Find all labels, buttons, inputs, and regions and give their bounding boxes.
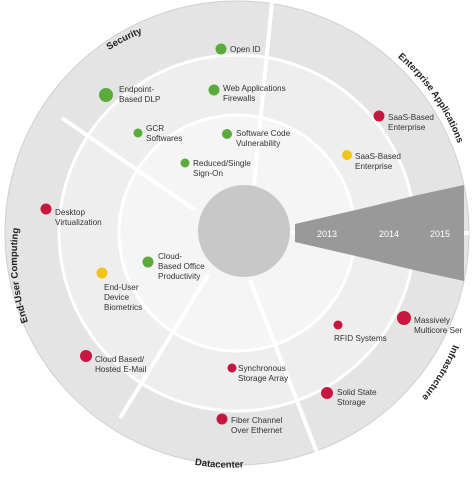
label-line: End-User — [104, 283, 139, 292]
label-line: Web Applications — [223, 84, 286, 93]
sector-label-datacenter: Datacenter — [194, 457, 244, 471]
status-dot — [80, 350, 92, 362]
radar-item-endpoint-dlp: Endpoint- Based DLP — [99, 85, 161, 104]
label-line: Reduced/Single — [193, 159, 251, 168]
radar-item-cloud-office-productivity: Cloud- Based Office Productivity — [142, 252, 207, 281]
status-dot — [142, 256, 154, 268]
status-dot — [397, 311, 411, 325]
item-label: Fiber Channel Over Ethernet — [231, 416, 285, 435]
item-label: SaaS-Based Enterprise — [355, 152, 403, 171]
label-line: Cloud- — [158, 252, 182, 261]
radar-item-synchronous-storage: Synchronous Storage Array — [227, 363, 289, 383]
label-line: Virtualization — [55, 218, 102, 227]
radar-item-cloud-hosted-email: Cloud Based/ Hosted E-Mail — [80, 350, 147, 374]
status-dot — [222, 129, 232, 139]
center-hub — [198, 185, 290, 277]
label-line: Endpoint- — [119, 85, 154, 94]
item-label: SaaS-Based Enterprise — [388, 113, 436, 132]
radar-item-web-app-firewalls: Web Applications Firewalls — [208, 84, 288, 103]
label-line: Sign-On — [193, 169, 223, 178]
label-line: SaaS-Based — [355, 152, 401, 161]
radar-item-solid-state-storage: Solid State Storage — [321, 387, 379, 407]
wedge-segment-2015 — [418, 185, 464, 281]
label-line: Desktop — [55, 208, 85, 217]
status-dot — [208, 84, 220, 96]
status-dot — [180, 158, 190, 168]
label-line: Storage — [337, 398, 366, 407]
label-line: GCR — [146, 124, 164, 133]
item-label: End-User Device Biometrics — [104, 283, 142, 312]
radar-item-single-sign-on: Reduced/Single Sign-On — [180, 158, 253, 178]
item-label: Open ID — [230, 45, 261, 54]
label-line: Multicore Ser — [414, 326, 463, 335]
label-line: Massively — [414, 316, 451, 325]
label-line: Vulnerability — [236, 139, 281, 148]
year-2014: 2014 — [379, 229, 399, 239]
item-label: Cloud- Based Office Productivity — [158, 252, 207, 281]
label-line: Based Office — [158, 262, 205, 271]
label-line: Device — [104, 293, 129, 302]
status-dot — [321, 387, 333, 399]
divider-infrastructure-datacenter — [248, 279, 320, 456]
status-dot — [133, 128, 143, 138]
label-line: Open ID — [230, 45, 261, 54]
status-dot — [342, 150, 352, 160]
label-line: Synchronous — [238, 364, 286, 373]
radar-item-fiber-channel-ethernet: Fiber Channel Over Ethernet — [216, 413, 285, 435]
radar-item-open-id: Open ID — [215, 43, 261, 55]
label-line: Hosted E-Mail — [95, 365, 147, 374]
status-dot — [333, 320, 343, 330]
year-wedge: 2013 2014 2015 — [295, 185, 464, 281]
status-dot — [216, 413, 228, 425]
label-line: Firewalls — [223, 94, 255, 103]
item-label: Software Code Vulnerability — [236, 129, 292, 148]
item-label: Solid State Storage — [337, 388, 379, 407]
label-line: Fiber Channel — [231, 416, 283, 425]
label-line: Over Ethernet — [231, 426, 283, 435]
label-line: Cloud Based/ — [95, 355, 145, 364]
item-label: Endpoint- Based DLP — [119, 85, 161, 104]
status-dot — [373, 110, 385, 122]
radar-item-saas-enterprise-red: SaaS-Based Enterprise — [373, 110, 436, 132]
item-label: Cloud Based/ Hosted E-Mail — [95, 355, 147, 374]
label-line: Software Code — [236, 129, 291, 138]
status-dot — [227, 363, 237, 373]
label-line: SaaS-Based — [388, 113, 434, 122]
status-dot — [99, 88, 113, 102]
label-line: Productivity — [158, 272, 201, 281]
year-2013: 2013 — [317, 229, 337, 239]
radar-item-gcr-softwares: GCR Softwares — [133, 124, 182, 143]
label-line: Biometrics — [104, 303, 142, 312]
wedge-segment-2014 — [360, 195, 418, 271]
item-label: RFID Systems — [334, 334, 387, 343]
wedge-segment-2013 — [295, 209, 360, 257]
radar-item-software-code-vulnerability: Software Code Vulnerability — [222, 129, 292, 148]
item-label: Massively Multicore Ser — [414, 316, 463, 335]
item-label: Reduced/Single Sign-On — [193, 159, 253, 178]
item-label: Synchronous Storage Array — [238, 364, 289, 383]
radar-item-massively-multicore: Massively Multicore Ser — [397, 311, 463, 335]
status-dot — [96, 267, 108, 279]
label-line: RFID Systems — [334, 334, 387, 343]
label-line: Softwares — [146, 134, 182, 143]
radar-item-saas-enterprise-yellow: SaaS-Based Enterprise — [342, 150, 403, 171]
year-2015: 2015 — [430, 229, 450, 239]
label-line: Based DLP — [119, 95, 161, 104]
status-dot — [40, 203, 52, 215]
item-label: GCR Softwares — [146, 124, 182, 143]
divider-enduser-security — [60, 116, 197, 212]
label-line: Enterprise — [388, 123, 426, 132]
status-dot — [215, 43, 227, 55]
radar-item-end-user-biometrics: End-User Device Biometrics — [96, 267, 142, 312]
divider-datacenter-enduser — [118, 273, 210, 420]
label-line: Enterprise — [355, 162, 393, 171]
radar-item-desktop-virtualization: Desktop Virtualization — [40, 203, 102, 227]
item-label: Desktop Virtualization — [55, 208, 102, 227]
radar-item-rfid-systems: RFID Systems — [333, 320, 387, 343]
label-line: Storage Array — [238, 374, 289, 383]
item-label: Web Applications Firewalls — [223, 84, 288, 103]
divider-security-enterprise — [252, 1, 274, 186]
label-line: Solid State — [337, 388, 377, 397]
